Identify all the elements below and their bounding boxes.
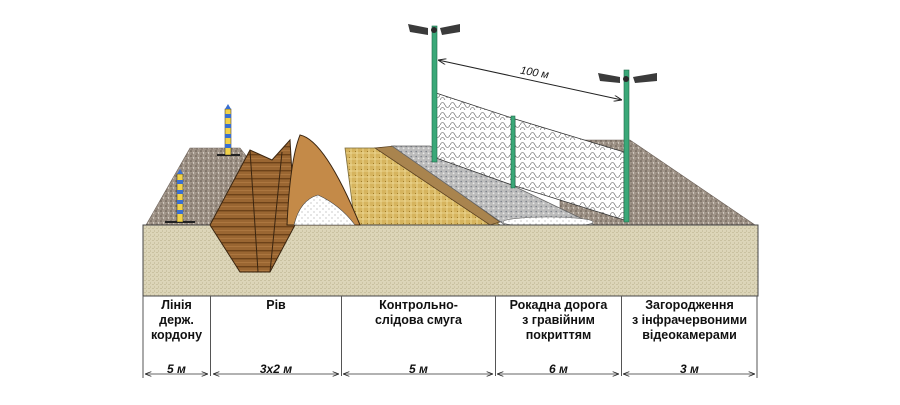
label-line: покриттям (525, 328, 592, 342)
section-divider (621, 296, 622, 376)
label-line: з гравійним (522, 313, 595, 327)
fence-pole-2 (510, 115, 516, 189)
label-line: Загородження (645, 298, 734, 312)
border-post-front (165, 169, 195, 223)
section-label-control-strip: Контрольно- слідова смуга (342, 298, 495, 328)
ground-block (142, 224, 759, 297)
section-width-patrol-road: 6 м (549, 362, 568, 376)
label-line: держ. (159, 313, 194, 327)
section-width-fence: 3 м (680, 362, 699, 376)
section-width-border-line: 5 м (167, 362, 186, 376)
mound-snow (293, 194, 356, 226)
patrol-road-shoulder (373, 145, 501, 226)
section-label-patrol-road: Рокадна дорога з гравійним покриттям (496, 298, 621, 343)
section-width-ditch: 3х2 м (259, 362, 293, 376)
section-divider (341, 296, 342, 376)
section-label-border-line: Лінія держ. кордону (143, 298, 210, 343)
section-label-ditch: Рів (211, 298, 341, 313)
distance-arrow (438, 60, 622, 100)
section-width-control-strip: 5 м (409, 362, 428, 376)
label-line: відеокамерами (642, 328, 737, 342)
fence-pole-3 (623, 69, 630, 223)
section-divider (495, 296, 496, 376)
label-line: Рокадна дорога (509, 298, 608, 312)
label-line: Рів (266, 298, 286, 312)
label-line: кордону (150, 328, 203, 342)
camera-icon (408, 24, 460, 35)
label-line: Лінія (161, 298, 192, 312)
border-post-back (217, 104, 240, 156)
fence-pole-1 (431, 25, 438, 163)
label-line: слідова смуга (374, 313, 463, 327)
section-label-fence: Загородження з інфрачервоними відеокамер… (622, 298, 757, 343)
section-divider (210, 296, 211, 376)
label-line: з інфрачервоними (631, 313, 748, 327)
label-line: Контрольно- (379, 298, 458, 312)
